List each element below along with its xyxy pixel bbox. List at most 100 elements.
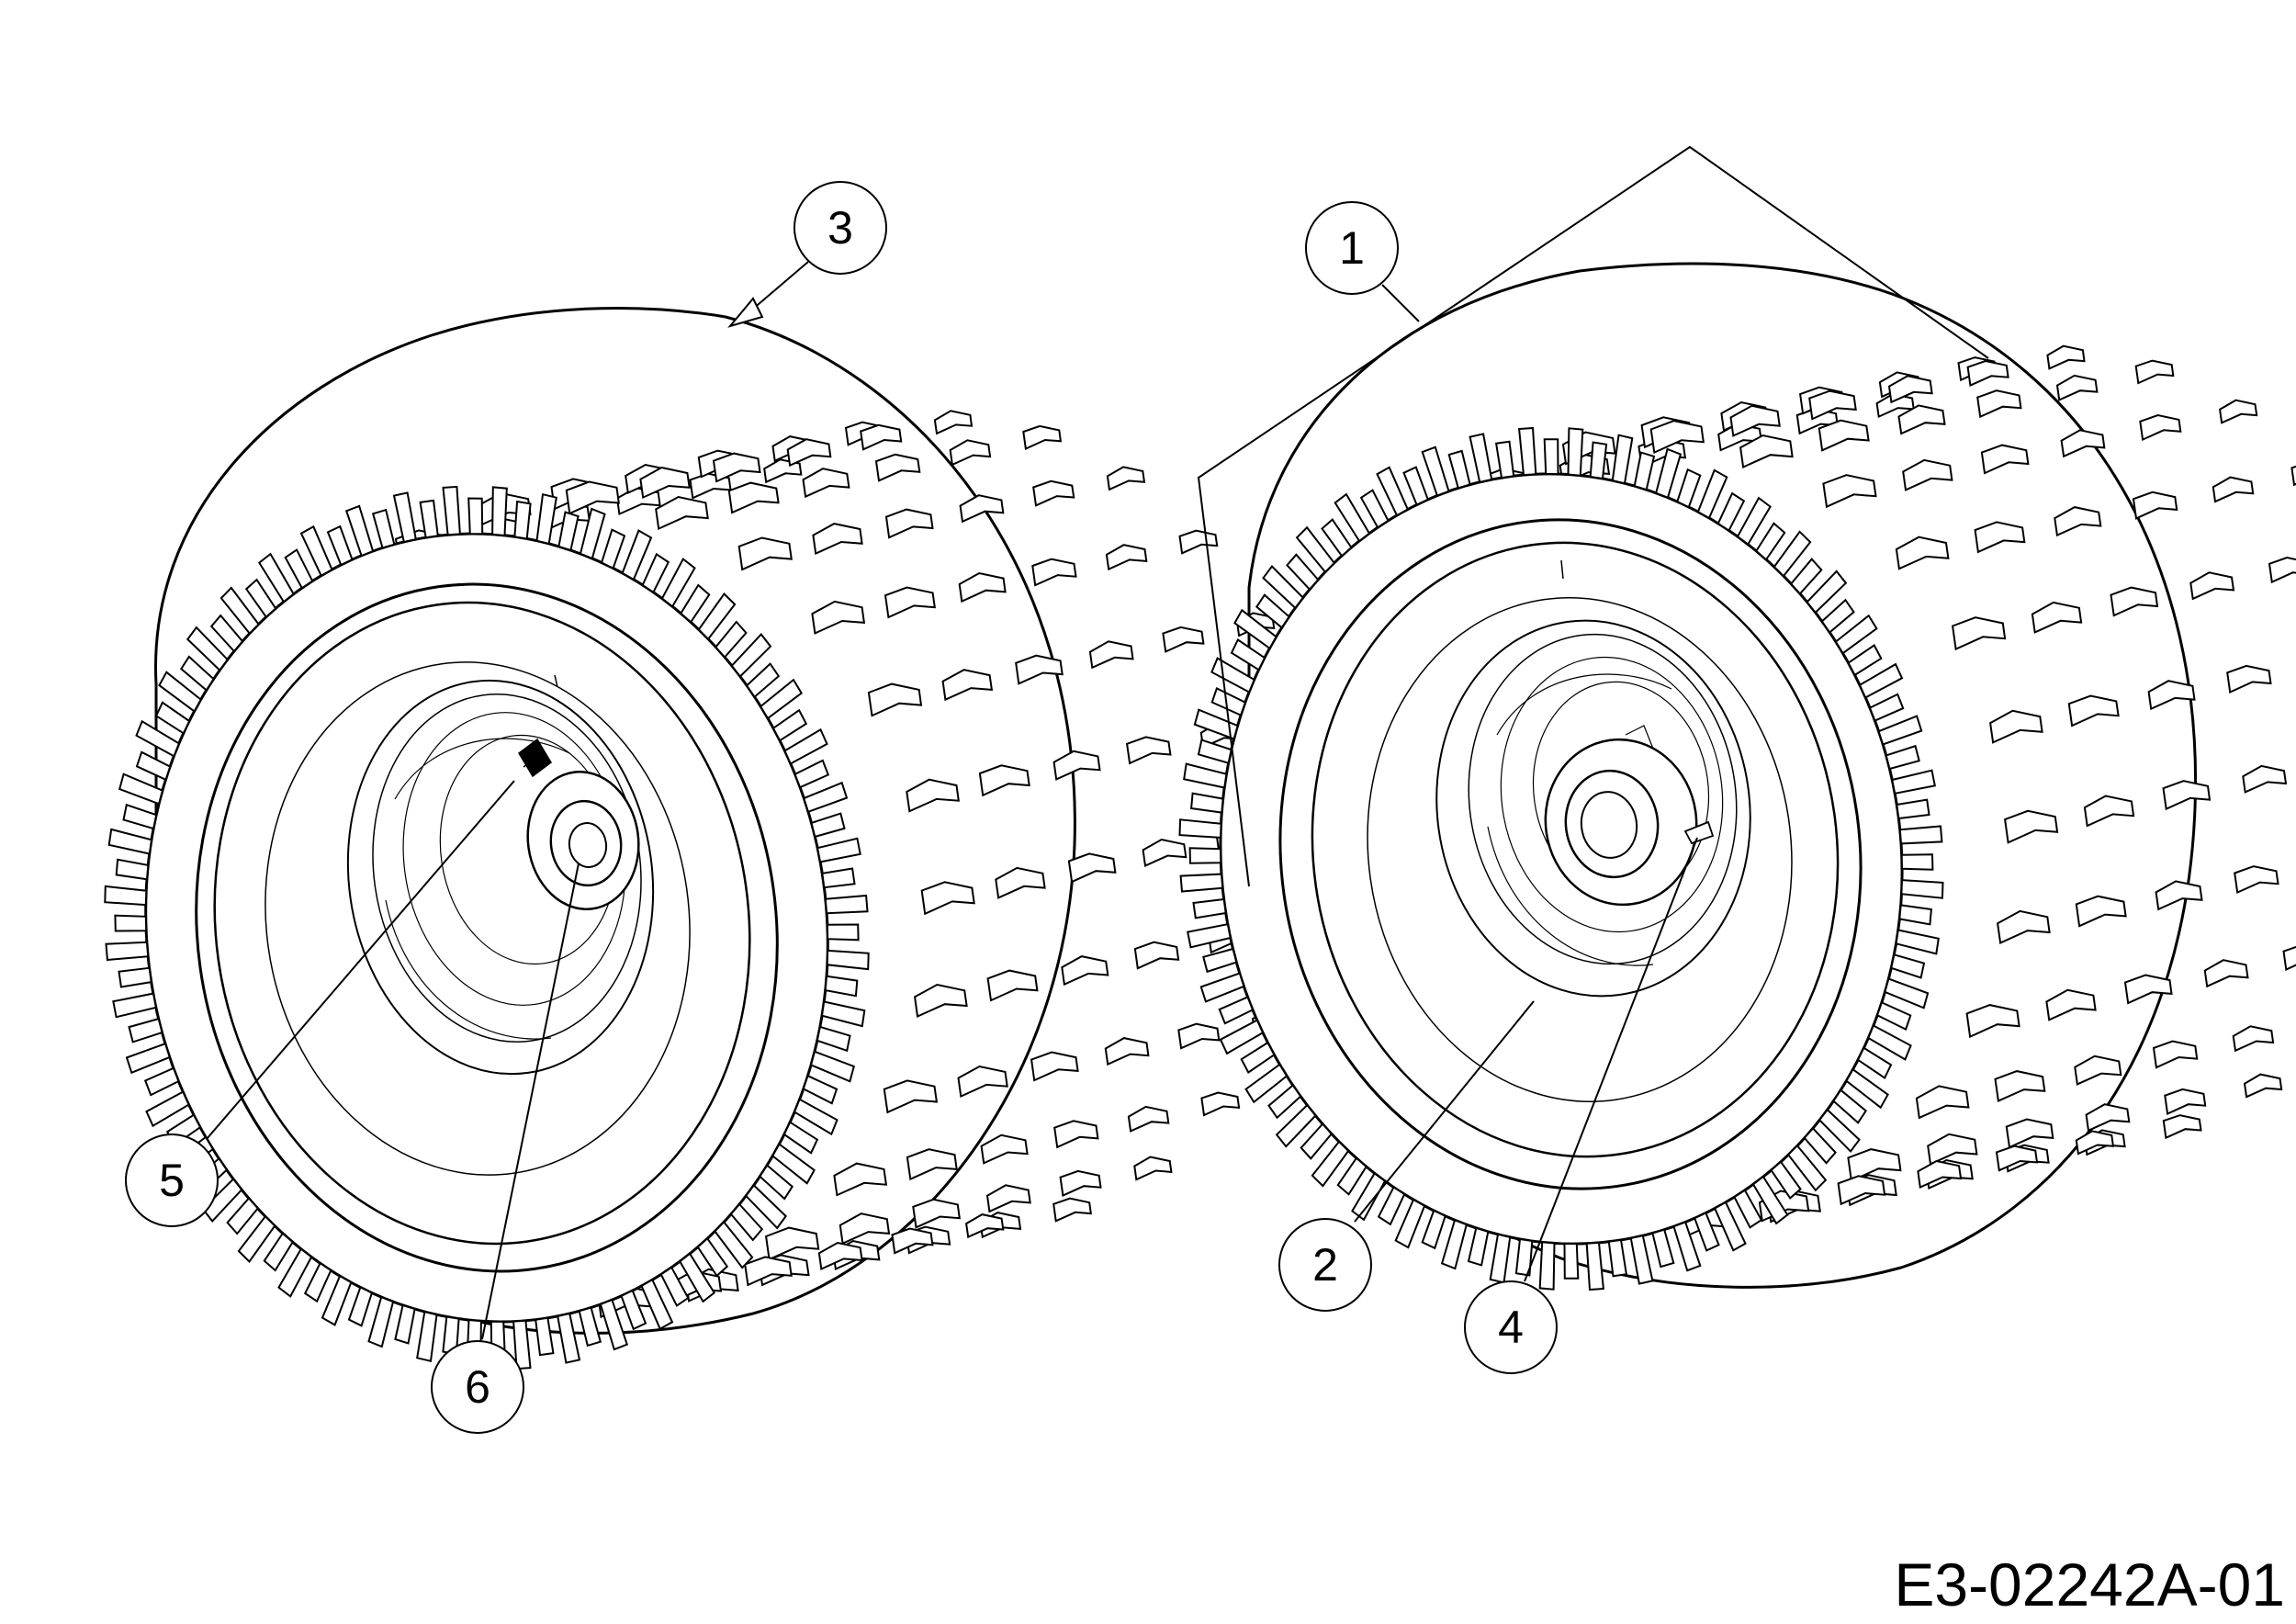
- right-tread-block: [2055, 374, 2099, 401]
- right-tread-block: [1739, 434, 1794, 468]
- right-tread-block: [2243, 1073, 2283, 1099]
- right-sidewall-lug: [1538, 1241, 1556, 1291]
- left-tread-block: [891, 1227, 934, 1255]
- right-sidewall-lug: [1895, 929, 1940, 955]
- left-sidewall-lug: [114, 914, 148, 932]
- left-tread-block: [737, 536, 793, 571]
- left-sidewall-lug: [154, 701, 191, 735]
- right-sidewall-lug: [1770, 1160, 1802, 1200]
- right-tread-block: [2045, 988, 2097, 1021]
- left-sidewall-inner: [195, 582, 779, 1273]
- left-sidewall-lug: [809, 1050, 856, 1083]
- drawing-code: E3-02242A-01: [1894, 1551, 2285, 1618]
- right-tread-block: [1989, 709, 2043, 744]
- right-sidewall-lug: [1803, 1126, 1837, 1165]
- left-tread-block: [1125, 736, 1172, 765]
- right-tread-block: [2234, 865, 2279, 895]
- right-tread-block: [1974, 521, 2026, 554]
- callout-4-circle: [1464, 1280, 1558, 1374]
- callout-3[interactable]: 3: [727, 181, 887, 328]
- left-tread-block: [914, 983, 968, 1018]
- callout-2-label: 2: [1312, 1239, 1338, 1291]
- left-sidewall-lug: [442, 1315, 460, 1356]
- right-sidewall-lug: [1275, 1103, 1317, 1148]
- right-tread-block: [1965, 1004, 2020, 1039]
- right-tread-block: [1976, 389, 2022, 419]
- right-sidewall-lug: [1336, 1156, 1368, 1196]
- left-sidewall-lug: [535, 1316, 555, 1357]
- left-sidewall-lug: [367, 1295, 395, 1348]
- callout-4[interactable]: 4: [1464, 837, 1698, 1374]
- right-rim: [1311, 541, 1840, 1158]
- left-tread-block: [1030, 1051, 1079, 1082]
- left-tread-block: [957, 1065, 1008, 1098]
- right-sidewall-lug: [1845, 1067, 1889, 1110]
- right-tread-block: [2075, 895, 2127, 928]
- left-sidewall-lug: [535, 492, 557, 546]
- right-sidewall-lug: [1856, 1046, 1893, 1079]
- left-sidewall-lug: [599, 1298, 629, 1351]
- left-sidewall-lug: [128, 1017, 163, 1043]
- left-sidewall-lug: [392, 491, 417, 544]
- callout-1[interactable]: 1: [1305, 201, 1420, 322]
- right-sidewall-lug: [1834, 614, 1878, 655]
- right-sidewall-lug: [1786, 1144, 1828, 1192]
- right-tread-block: [1966, 359, 2009, 387]
- left-sidewall-lug: [821, 867, 856, 889]
- right-sidewall-lug: [1733, 1189, 1763, 1229]
- left-sidewall-lug: [344, 504, 375, 558]
- right-tread-block: [1887, 375, 1933, 404]
- right-sidewall-lug: [1494, 440, 1515, 479]
- right-tread-block: [2110, 586, 2159, 617]
- right-sidewall-lug: [1178, 818, 1222, 839]
- callout-6[interactable]: 6: [431, 863, 580, 1434]
- right-sidewall-lug: [1629, 1235, 1654, 1285]
- left-sidewall-lug: [226, 1196, 260, 1235]
- left-tread-block: [985, 1184, 1031, 1213]
- left-tread-block: [860, 423, 903, 451]
- left-tread-block: [1061, 955, 1109, 987]
- right-tread-block: [2031, 601, 2083, 634]
- left-sidewall-lug: [277, 1247, 313, 1298]
- callout-1-label: 1: [1339, 222, 1365, 274]
- right-tread-block: [2290, 465, 2296, 487]
- right-sidewall-lug: [1884, 977, 1930, 1009]
- right-tread-block: [2152, 1040, 2199, 1069]
- left-sidewall-lug: [115, 858, 150, 881]
- right-sidewall-lug: [1179, 873, 1224, 893]
- left-sidewall-lug: [263, 1232, 294, 1272]
- right-wheel-assembly: [1178, 145, 2296, 1291]
- right-tread-block: [1808, 389, 1857, 421]
- left-sidewall-lug: [112, 992, 158, 1019]
- right-tread-block: [2164, 1088, 2207, 1115]
- left-tread-block: [884, 586, 936, 619]
- left-sidewall-lug: [810, 812, 846, 839]
- right-sidewall-lug: [1467, 1226, 1490, 1267]
- left-sidewall-lug: [257, 552, 295, 603]
- right-tread-block: [2162, 780, 2212, 811]
- left-tread-block: [1031, 558, 1077, 587]
- left-tread-block: [978, 764, 1030, 797]
- right-sidewall-lug: [1885, 744, 1920, 771]
- right-sidewall-lug: [1199, 972, 1245, 1003]
- right-tread-block: [2212, 476, 2255, 503]
- callout-5[interactable]: 5: [125, 780, 515, 1227]
- left-tread-block: [712, 452, 761, 483]
- right-sidewall-lug: [1773, 530, 1812, 578]
- right-sidewall-lug: [1489, 1233, 1512, 1284]
- right-sidewall-lug: [1286, 553, 1320, 592]
- left-tread-block: [1059, 1169, 1102, 1197]
- right-sidewall-lug: [1311, 1140, 1350, 1188]
- left-tread-block: [959, 494, 1005, 524]
- right-sidewall-lug: [1188, 847, 1222, 864]
- right-tread-block: [2232, 1025, 2275, 1053]
- left-tread-block: [906, 778, 960, 813]
- left-tread-block: [1052, 750, 1101, 781]
- right-tread-block: [1951, 616, 2007, 651]
- left-sidewall-lug: [793, 1098, 838, 1136]
- right-tread-block: [2268, 556, 2296, 584]
- left-sidewall-lug: [714, 1220, 754, 1269]
- left-tread-block: [884, 508, 934, 539]
- callout-2[interactable]: 2: [1278, 1000, 1535, 1312]
- right-sidewall-lug: [1255, 593, 1290, 629]
